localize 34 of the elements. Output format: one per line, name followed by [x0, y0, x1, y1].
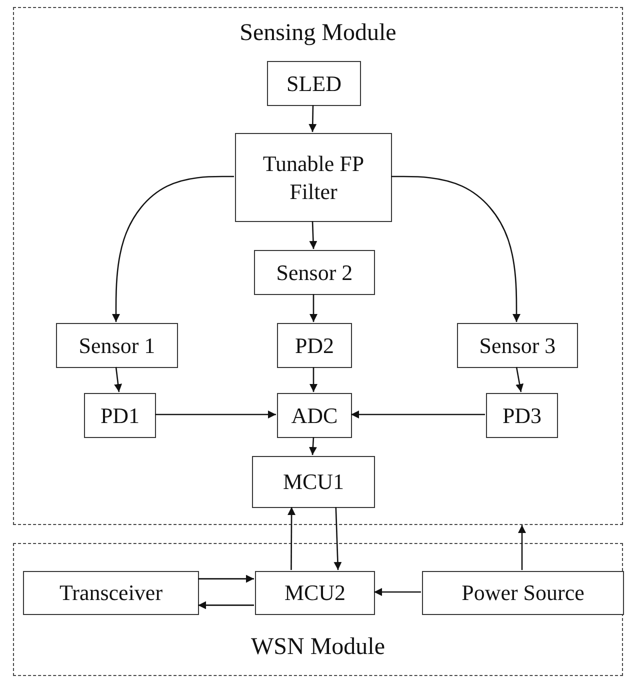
module-container [13, 7, 623, 525]
process-box: PD2 [277, 323, 352, 368]
process-box: Power Source [422, 571, 624, 615]
arrow [112, 176, 234, 322]
process-box: ADC [277, 393, 352, 438]
arrow [391, 176, 520, 322]
arrow [518, 525, 526, 570]
arrow [374, 588, 421, 596]
arrow [334, 506, 342, 570]
module-title: Sensing Module [238, 19, 398, 48]
arrow [308, 104, 317, 132]
process-box: Sensor 3 [457, 323, 578, 368]
process-box: MCU1 [252, 456, 375, 508]
arrow [351, 410, 485, 418]
arrow [516, 366, 524, 392]
process-box: PD1 [84, 393, 156, 438]
process-box: MCU2 [255, 571, 375, 615]
arrow [114, 366, 122, 392]
arrow [308, 436, 317, 456]
process-box: Tunable FP Filter [235, 133, 392, 222]
process-box: Sensor 2 [254, 250, 375, 295]
process-box: SLED [267, 61, 361, 106]
arrow [198, 574, 254, 583]
arrow [309, 220, 318, 250]
arrow [310, 367, 318, 392]
process-box: Sensor 1 [56, 323, 178, 368]
arrow [155, 410, 276, 418]
arrow [310, 294, 318, 322]
process-box: PD3 [486, 393, 558, 438]
arrow [198, 601, 254, 610]
process-box: Transceiver [23, 571, 199, 615]
module-container [13, 543, 623, 676]
arrow [288, 507, 296, 570]
module-title: WSN Module [250, 633, 386, 662]
